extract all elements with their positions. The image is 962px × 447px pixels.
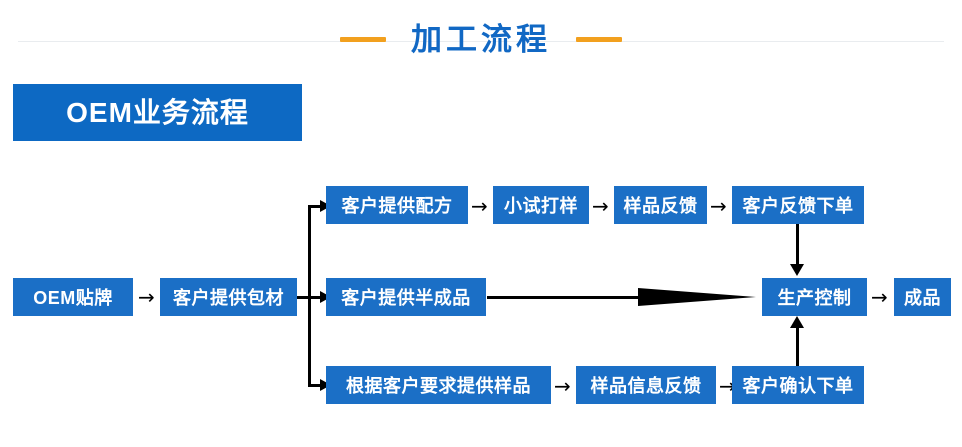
connector-formula-to-merge — [796, 224, 799, 268]
flow-node-formula-4[interactable]: 客户反馈下单 — [732, 186, 864, 224]
arrowhead-formula-to-merge — [790, 264, 804, 276]
section-banner: OEM业务流程 — [13, 84, 302, 141]
header-divider — [18, 41, 944, 42]
arrow-sample-2-to-3: → — [719, 374, 736, 398]
arrowhead-branch-mid — [320, 291, 331, 303]
flow-node-sample-3[interactable]: 客户确认下单 — [732, 366, 864, 404]
arrowhead-branch-top — [320, 200, 331, 212]
title-dash-right-icon — [576, 37, 622, 42]
page-title: 加工流程 — [411, 22, 551, 57]
arrowhead-branch-bottom — [320, 379, 331, 391]
flow-node-formula-3[interactable]: 样品反馈 — [614, 186, 707, 224]
connector-branch-top — [308, 205, 322, 208]
arrow-formula-3-to-4: → — [710, 194, 727, 218]
arrow-sample-1-to-2: → — [554, 374, 571, 398]
arrow-merge-to-end: → — [871, 285, 888, 309]
flow-node-end[interactable]: 成品 — [894, 278, 951, 316]
connector-branch-mid — [308, 296, 322, 299]
flow-node-start[interactable]: OEM贴牌 — [13, 278, 133, 316]
flowchart: OEM贴牌 → 客户提供包材 客户提供配方 → 小试打样 → 样品反馈 → 客户… — [0, 160, 962, 447]
arrowhead-semi-to-merge — [638, 288, 756, 306]
flow-node-hub[interactable]: 客户提供包材 — [160, 278, 297, 316]
page-header: 加工流程 — [0, 0, 962, 76]
flow-node-sample-2[interactable]: 样品信息反馈 — [576, 366, 716, 404]
title-dash-left-icon — [340, 37, 386, 42]
section-banner-label: OEM业务流程 — [66, 97, 249, 128]
flow-node-merge[interactable]: 生产控制 — [762, 278, 867, 316]
flow-node-sample-1[interactable]: 根据客户要求提供样品 — [326, 366, 551, 404]
arrowhead-sample-to-merge — [790, 316, 804, 328]
flow-node-semi-finished[interactable]: 客户提供半成品 — [326, 278, 486, 316]
arrow-formula-1-to-2: → — [471, 194, 488, 218]
connector-semi-to-merge — [487, 296, 642, 299]
connector-hub-stem — [297, 296, 311, 299]
connector-sample-to-merge — [796, 328, 799, 366]
flow-node-formula-1[interactable]: 客户提供配方 — [326, 186, 468, 224]
arrow-formula-2-to-3: → — [592, 194, 609, 218]
flow-node-formula-2[interactable]: 小试打样 — [493, 186, 589, 224]
arrow-start-to-hub: → — [138, 285, 155, 309]
connector-branch-bottom — [308, 384, 322, 387]
